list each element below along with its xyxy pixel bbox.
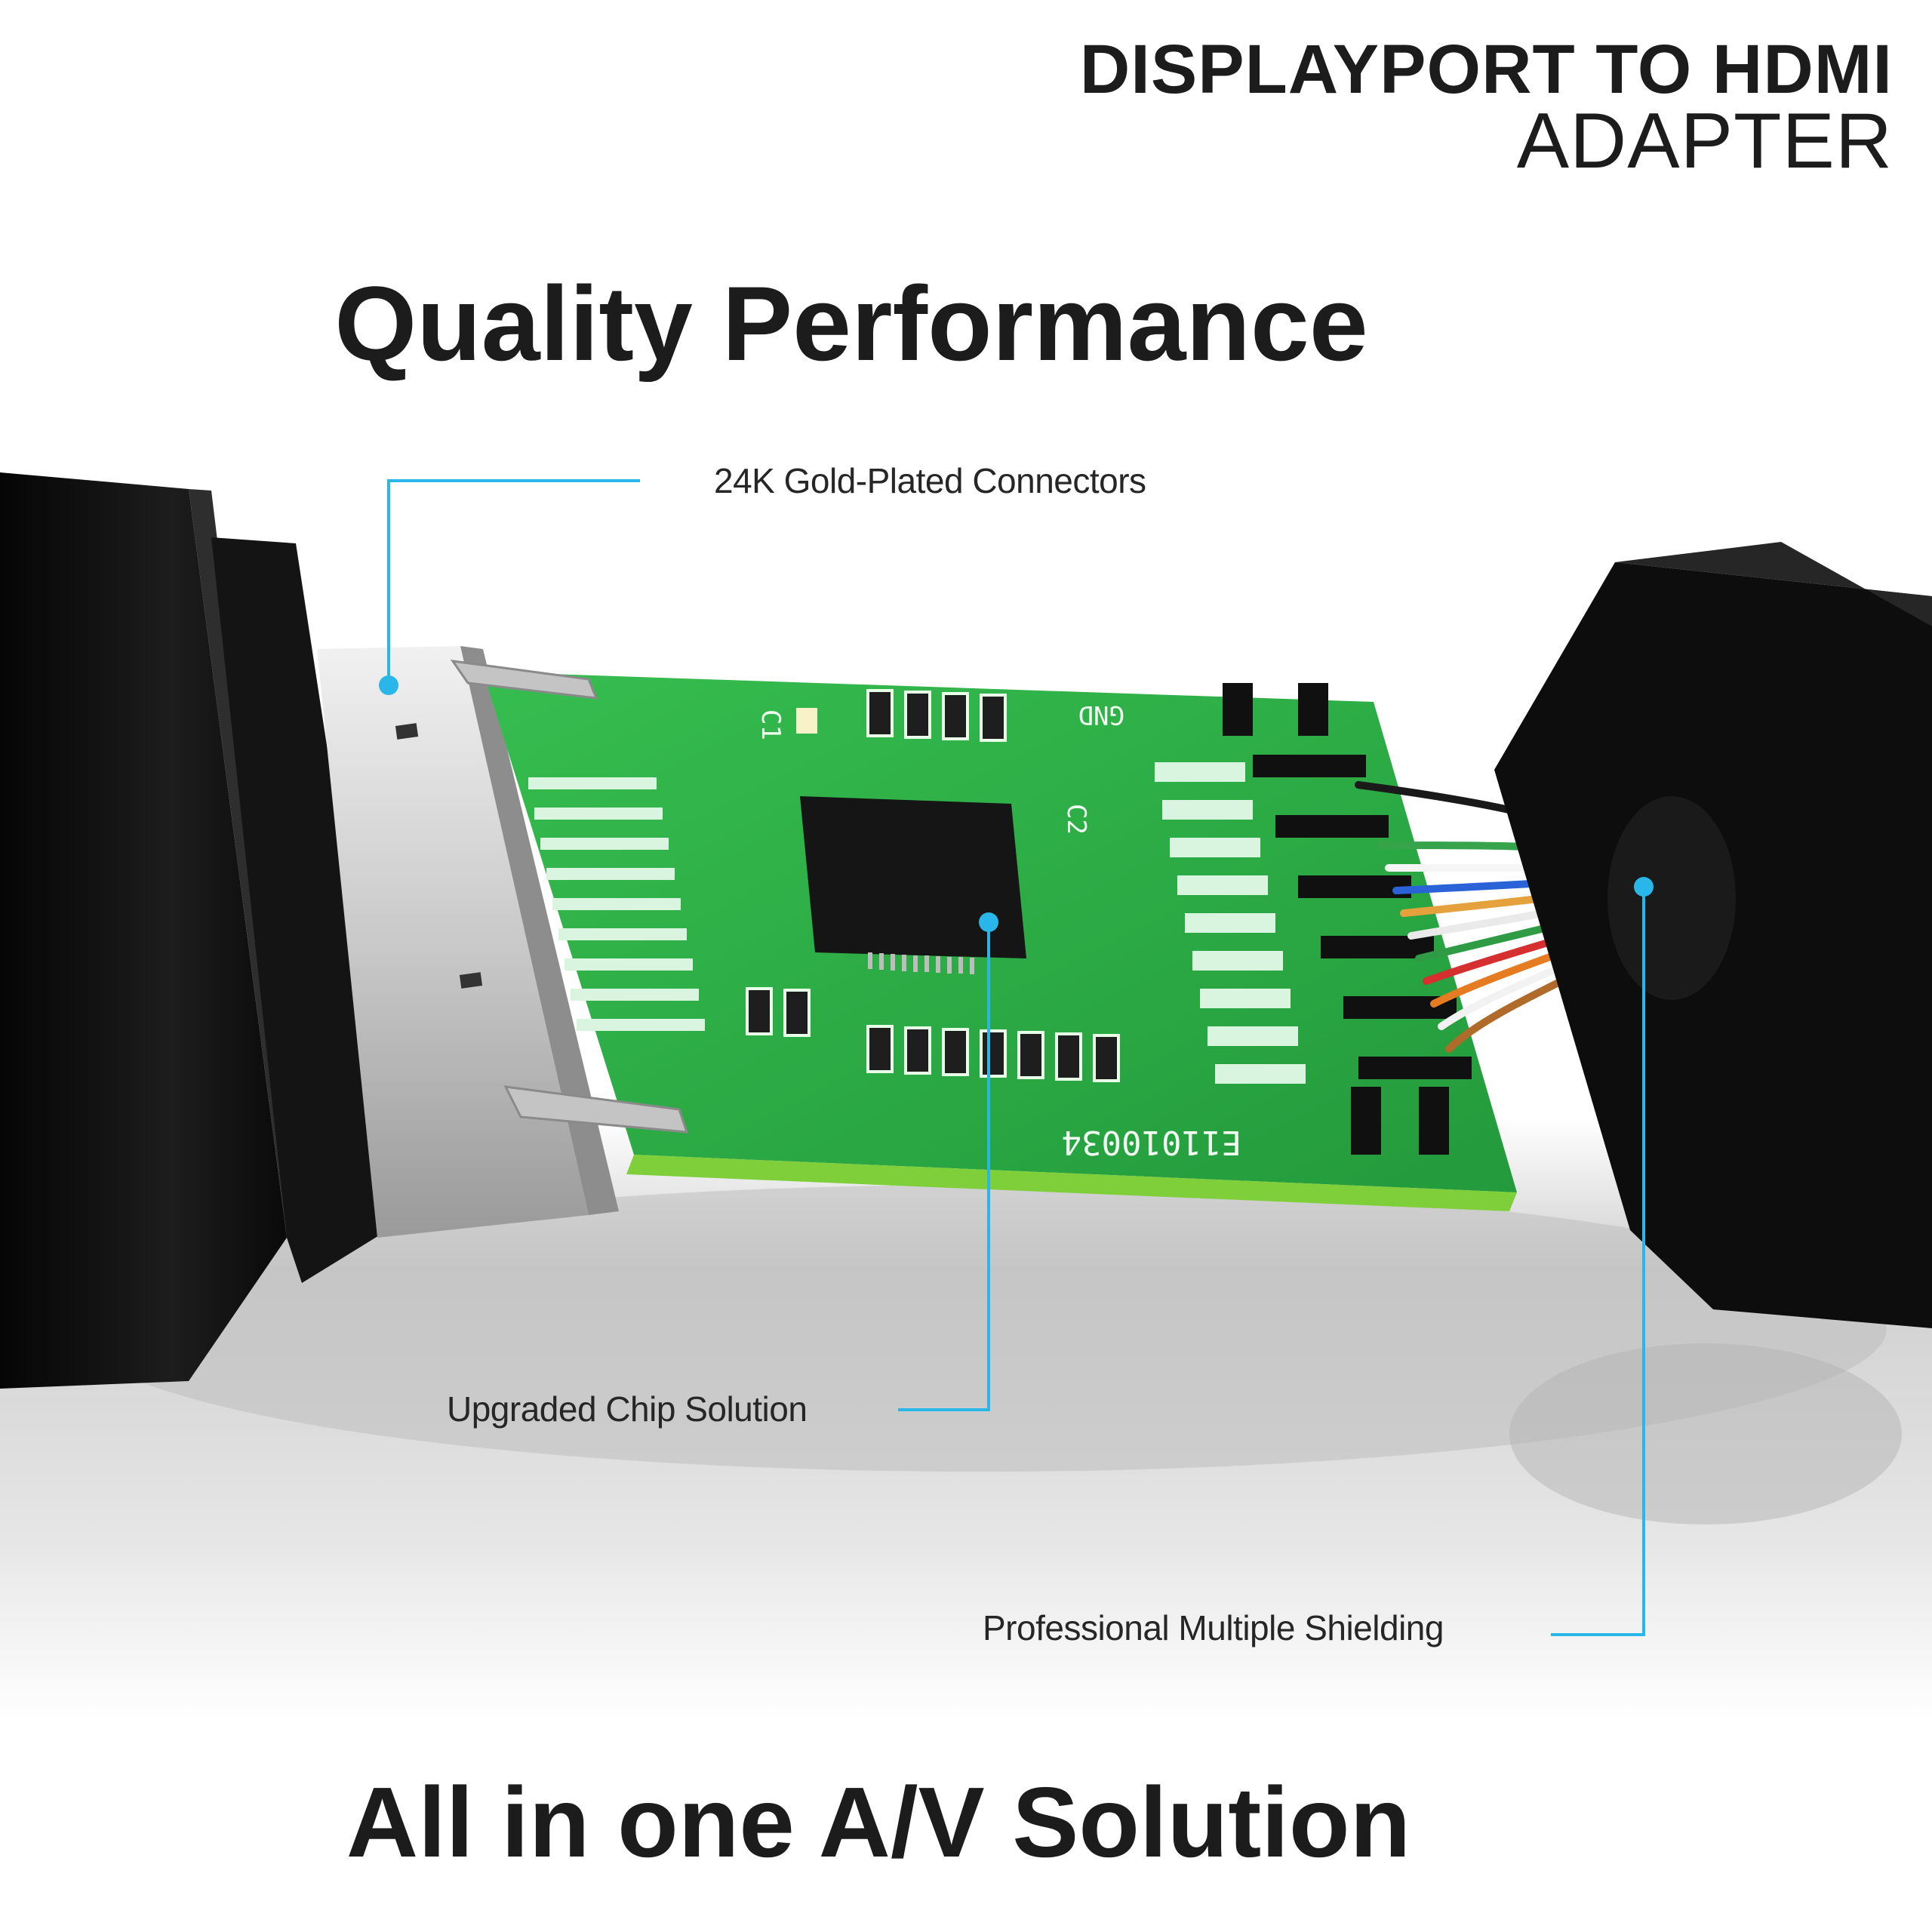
callout-shielding: Professional Multiple Shielding (983, 1608, 1444, 1647)
callout-dots (379, 675, 1654, 932)
shell-clips (450, 660, 689, 1134)
pcb-c1-label: C1 (755, 709, 786, 740)
callout-dot-chip (979, 912, 998, 932)
callout-dot-connectors (379, 675, 398, 695)
pcb-pads-left (528, 777, 705, 1031)
brand-subtitle: ADAPTER (1516, 97, 1893, 185)
main-chip (800, 796, 1026, 974)
callout-connectors: 24K Gold-Plated Connectors (714, 461, 1146, 500)
brand-title: DISPLAYPORT TO HDMI (1079, 31, 1893, 108)
floor-shadow (0, 1117, 1932, 1721)
pcb-gnd-label: GND (1078, 700, 1124, 730)
callout-dot-shielding (1634, 877, 1654, 897)
callout-line-shielding (1551, 887, 1645, 1636)
resistor-array-top (866, 689, 1007, 742)
pcb-pads-right (1155, 762, 1306, 1084)
circuit-board: GND E11010034 C1 C2 (483, 672, 1517, 1211)
callout-chip: Upgraded Chip Solution (447, 1389, 808, 1429)
displayport-housing (0, 472, 400, 1389)
callout-lines (387, 479, 1645, 1636)
wire-solder-bars (1223, 683, 1472, 1155)
callout-line-chip (898, 922, 990, 1411)
footer-tagline: All in one A/V Solution (346, 1767, 1411, 1878)
headline: Quality Performance (334, 264, 1368, 383)
resistor-array-bottom (746, 987, 1120, 1082)
pcb-c2-label: C2 (1061, 804, 1091, 835)
callout-line-connectors (387, 479, 640, 685)
hdmi-housing (1494, 542, 1932, 1328)
pcb-serial-label: E11010034 (1062, 1123, 1241, 1161)
